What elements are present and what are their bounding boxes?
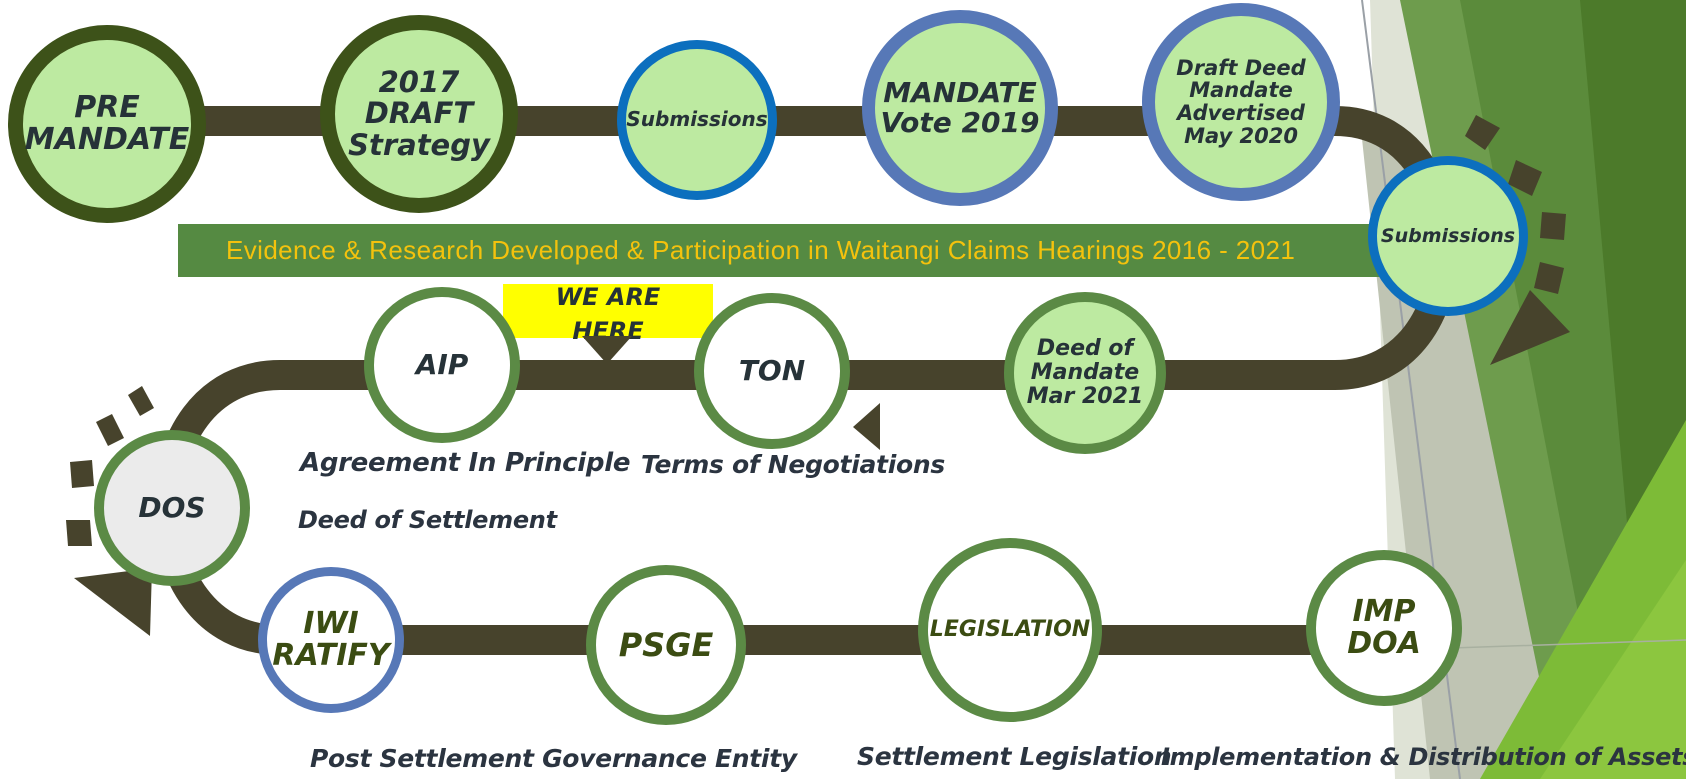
caption-legislation: Settlement Legislation	[857, 742, 1172, 771]
node-pre-mandate-label: PRE MANDATE	[24, 89, 190, 157]
node-iwi-ratify: IWI RATIFY	[258, 567, 404, 713]
direction-arrow-left	[853, 403, 880, 450]
node-ton: TON	[694, 293, 850, 449]
we-are-here-pointer-icon	[582, 336, 632, 364]
caption-imp-doa: Implementation & Distribution of Assets	[1161, 743, 1686, 771]
node-deed-of-mandate: Deed of Mandate Mar 2021	[1004, 292, 1166, 454]
node-submissions-2-label: Submissions	[1380, 224, 1516, 247]
turn-arrow-left	[66, 386, 154, 636]
caption-aip: Agreement In Principle	[300, 448, 631, 478]
node-aip: AIP	[364, 287, 520, 443]
node-draft-deed: Draft Deed Mandate Advertised May 2020	[1142, 3, 1340, 201]
node-psge: PSGE	[586, 565, 746, 725]
node-pre-mandate: PRE MANDATE	[8, 25, 206, 223]
node-legislation-label: LEGISLATION	[929, 617, 1091, 643]
we-are-here-marker: WE ARE HERE	[503, 283, 713, 345]
node-dos: DOS	[94, 430, 250, 586]
caption-dos: Deed of Settlement	[298, 506, 557, 534]
we-are-here-label: WE ARE HERE	[555, 283, 661, 345]
decor-facet-lime-2	[1540, 560, 1686, 779]
node-iwi-ratify-label: IWI RATIFY	[272, 605, 390, 673]
node-dos-label: DOS	[138, 490, 206, 524]
node-submissions-1: Submissions	[617, 40, 777, 200]
node-deed-of-mandate-label: Deed of Mandate Mar 2021	[1026, 336, 1144, 409]
node-draft-strategy-label: 2017 DRAFT Strategy	[348, 65, 490, 162]
node-aip-label: AIP	[415, 347, 469, 381]
node-submissions-1-label: Submissions	[626, 107, 768, 132]
node-ton-label: TON	[738, 353, 806, 387]
turn-arrow-right	[1465, 115, 1570, 365]
node-psge-label: PSGE	[618, 625, 714, 664]
node-mandate-vote-label: MANDATE Vote 2019	[880, 75, 1040, 139]
node-submissions-2: Submissions	[1368, 156, 1528, 316]
node-draft-deed-label: Draft Deed Mandate Advertised May 2020	[1176, 55, 1306, 148]
node-imp-doa: IMP DOA	[1306, 550, 1462, 706]
node-mandate-vote: MANDATE Vote 2019	[862, 10, 1058, 206]
node-draft-strategy: 2017 DRAFT Strategy	[320, 15, 518, 213]
node-legislation: LEGISLATION	[918, 538, 1102, 722]
evidence-banner: Evidence & Research Developed & Particip…	[178, 224, 1388, 277]
evidence-banner-text: Evidence & Research Developed & Particip…	[226, 235, 1296, 265]
caption-ton: Terms of Negotiations	[641, 450, 945, 479]
caption-psge: Post Settlement Governance Entity	[310, 744, 797, 773]
node-imp-doa-label: IMP DOA	[1347, 593, 1421, 661]
